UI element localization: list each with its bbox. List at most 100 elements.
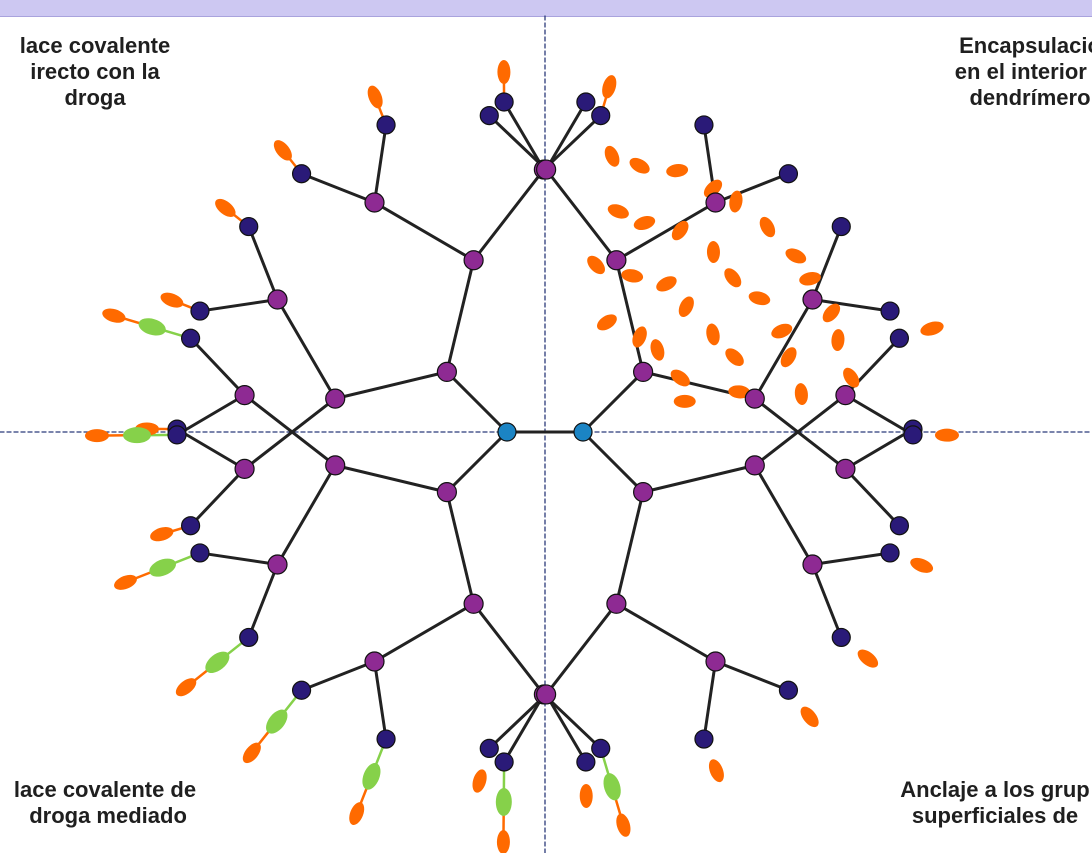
branch-bond — [614, 602, 717, 663]
terminal-node — [576, 92, 596, 112]
encapsulated-drug — [673, 394, 696, 408]
encapsulated-drug — [831, 329, 845, 352]
branch-bond — [300, 659, 376, 692]
linker-molecule — [149, 558, 177, 577]
branch-bond — [373, 123, 388, 205]
branch-node — [364, 651, 385, 672]
branch-bond — [247, 225, 280, 301]
branch-bond — [276, 298, 337, 401]
branch-bond — [189, 467, 247, 528]
branch-bond — [614, 490, 645, 606]
branch-node — [267, 554, 288, 575]
branch-bond — [714, 172, 790, 205]
linker-molecule — [603, 773, 621, 801]
branch-node — [705, 651, 726, 672]
branch-bond — [243, 393, 337, 467]
branch-node — [234, 385, 255, 406]
branch-bond — [614, 258, 645, 374]
branch-bond — [472, 602, 546, 696]
branch-node — [325, 455, 346, 476]
branch-bond — [175, 427, 247, 471]
branch-bond — [445, 490, 476, 606]
encapsulated-drug — [706, 241, 720, 264]
encapsulated-drug — [725, 348, 744, 366]
dendrimer-nodes — [167, 92, 923, 772]
dendrimer-bonds — [175, 100, 915, 764]
branch-node — [633, 361, 654, 382]
branch-bond — [753, 393, 847, 467]
branch-node — [536, 684, 557, 705]
branch-bond — [581, 430, 645, 494]
branch-node — [536, 159, 557, 180]
terminal-node — [376, 115, 396, 135]
drug-molecule — [920, 321, 944, 336]
encapsulated-drug — [780, 347, 797, 368]
terminal-node — [889, 516, 910, 536]
branch-bond — [445, 430, 509, 494]
branch-bond — [810, 298, 892, 313]
branch-bond — [581, 370, 645, 434]
branch-node — [463, 250, 484, 271]
drug-molecule — [102, 308, 126, 323]
branch-node — [234, 458, 255, 479]
branch-node — [463, 593, 484, 614]
encapsulated-drug — [650, 339, 665, 361]
drug-molecule — [616, 813, 631, 837]
branch-bond — [189, 336, 247, 397]
branch-node — [744, 455, 765, 476]
encapsulated-drug — [799, 271, 821, 286]
encapsulated-drug — [596, 314, 617, 331]
core-node-right — [573, 422, 593, 442]
terminal-node — [778, 680, 799, 700]
drug-molecule — [934, 428, 959, 442]
branch-bond — [843, 393, 915, 437]
branch-node — [267, 289, 288, 310]
drug-molecule — [579, 783, 593, 808]
terminal-node — [239, 627, 259, 648]
branch-bond — [373, 201, 476, 262]
terminal-node — [479, 738, 499, 759]
encapsulated-drug — [670, 369, 690, 387]
terminal-node — [180, 328, 201, 348]
drug-molecule — [273, 140, 292, 161]
drug-molecule — [114, 574, 137, 590]
drug-molecule — [215, 198, 236, 217]
terminal-node — [831, 627, 851, 648]
encapsulated-drug — [587, 255, 605, 275]
branch-node — [606, 250, 627, 271]
terminal-node — [576, 752, 596, 772]
encapsulated-drug — [785, 248, 807, 264]
terminal-node — [291, 164, 312, 184]
encapsulated-drug — [678, 296, 694, 318]
drug-molecule — [242, 742, 261, 764]
encapsulated-drug — [666, 164, 689, 178]
branch-bond — [373, 602, 476, 663]
branch-bond — [333, 370, 449, 401]
encapsulated-drug — [633, 216, 656, 231]
branch-bond — [373, 659, 388, 741]
terminal-node — [880, 301, 900, 321]
branch-node — [835, 385, 856, 406]
encapsulated-drug — [632, 326, 647, 348]
branch-bond — [175, 393, 247, 437]
branch-bond — [445, 258, 476, 374]
terminal-node — [494, 752, 514, 772]
branch-node — [802, 289, 823, 310]
terminal-node — [479, 105, 499, 126]
encapsulated-drug — [629, 157, 650, 174]
drug-molecule — [150, 527, 174, 542]
branch-node — [364, 192, 385, 213]
branch-bond — [641, 463, 757, 494]
branch-bond — [502, 692, 546, 764]
encapsulated-drug — [724, 268, 742, 288]
drug-molecule — [349, 802, 365, 825]
branch-bond — [502, 100, 546, 172]
branch-bond — [810, 563, 843, 639]
terminal-node — [694, 729, 714, 749]
branch-node — [835, 458, 856, 479]
branch-bond — [276, 463, 337, 566]
encapsulated-drug — [656, 276, 677, 292]
branch-bond — [702, 659, 717, 741]
encapsulated-drug — [706, 323, 720, 346]
